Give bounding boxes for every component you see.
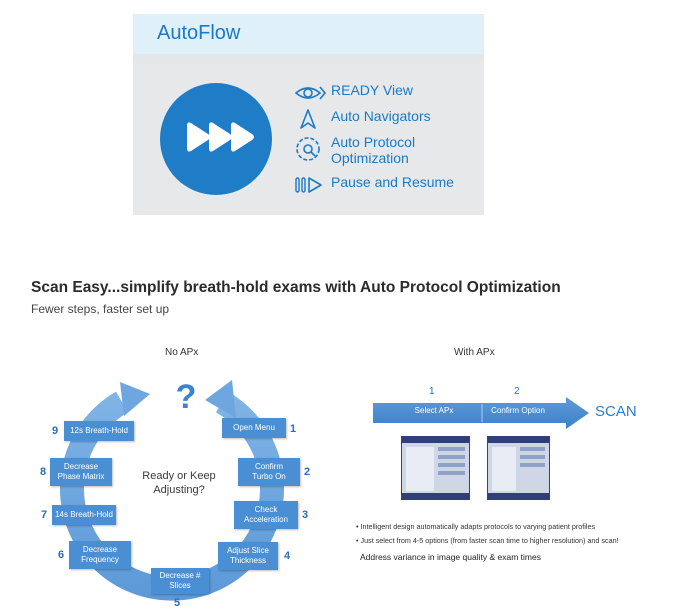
apx-step-number-1: 1: [429, 386, 435, 397]
bullet-item: • Just select from 4-5 options (from fas…: [356, 536, 619, 545]
autoflow-card: AutoFlow READY View Auto N: [133, 14, 484, 215]
step-box-1: Open Menu: [222, 418, 286, 438]
step-number-2: 2: [304, 466, 311, 478]
feature-label: Auto Navigators: [331, 108, 431, 124]
feature-label-line2: Optimization: [331, 150, 409, 166]
feature-auto-navigators: Auto Navigators: [293, 108, 431, 130]
step-text: Decrease #Slices: [159, 571, 201, 590]
bullet-item: • Intelligent design automatically adapt…: [356, 522, 596, 531]
eye-icon: [294, 86, 327, 100]
cycle-center-text: Ready or Keep Adjusting?: [134, 469, 224, 497]
step-number-8: 8: [40, 466, 47, 478]
feature-label-line1: Auto Protocol: [331, 134, 416, 150]
protocol-dial-icon: [296, 137, 320, 161]
feature-label: READY View: [331, 82, 413, 98]
apx-screenshot-1: [401, 436, 470, 500]
step-number-9: 9: [52, 425, 59, 437]
feature-auto-protocol-optimization: Auto Protocol Optimization: [293, 134, 415, 166]
pause-resume-icon: [295, 177, 322, 193]
step-box-5: Decrease #Slices: [151, 568, 209, 594]
no-apx-title: No APx: [165, 347, 199, 358]
step-number-1: 1: [290, 423, 297, 435]
feature-pause-resume: Pause and Resume: [293, 174, 454, 196]
apx-note: Address variance in image quality & exam…: [360, 552, 541, 562]
question-mark: ?: [176, 378, 197, 416]
section-subtitle: Fewer steps, faster set up: [31, 302, 170, 316]
apx-step-confirm: Confirm Option: [491, 406, 545, 415]
step-box-7: 14s Breath-Hold: [52, 505, 116, 525]
step-text: 14s Breath-Hold: [55, 510, 113, 519]
apx-step-select: Select APx: [414, 406, 454, 415]
step-box-9: 12s Breath-Hold: [64, 421, 134, 441]
step-number-3: 3: [302, 509, 309, 521]
center-line1: Ready or Keep: [142, 470, 216, 482]
apx-bullets: • Intelligent design automatically adapt…: [356, 520, 619, 548]
autoflow-header: AutoFlow: [133, 14, 484, 54]
center-line2: Adjusting?: [153, 484, 205, 496]
feature-ready-view: READY View: [293, 82, 413, 104]
autoflow-title: AutoFlow: [157, 22, 241, 44]
navigator-icon: [300, 109, 316, 129]
step-number-6: 6: [58, 549, 65, 561]
step-number-5: 5: [174, 597, 181, 609]
step-number-4: 4: [284, 550, 291, 562]
step-number-7: 7: [41, 509, 48, 521]
apx-screenshot-2: [487, 436, 550, 500]
step-text: 12s Breath-Hold: [70, 426, 128, 435]
feature-label: Auto Protocol Optimization: [331, 134, 415, 166]
feature-label: Pause and Resume: [331, 174, 454, 190]
section-title: Scan Easy...simplify breath-hold exams w…: [31, 279, 561, 296]
with-apx-title: With APx: [454, 347, 495, 358]
step-text: Open Menu: [233, 423, 275, 432]
apx-flow-arrow: [373, 397, 589, 429]
autoflow-logo: [160, 83, 272, 195]
apx-step-number-2: 2: [514, 386, 520, 397]
fast-forward-icon: [187, 122, 254, 152]
scan-label: SCAN: [595, 403, 637, 420]
autoflow-body: READY View Auto Navigators Auto Protocol…: [133, 62, 484, 215]
